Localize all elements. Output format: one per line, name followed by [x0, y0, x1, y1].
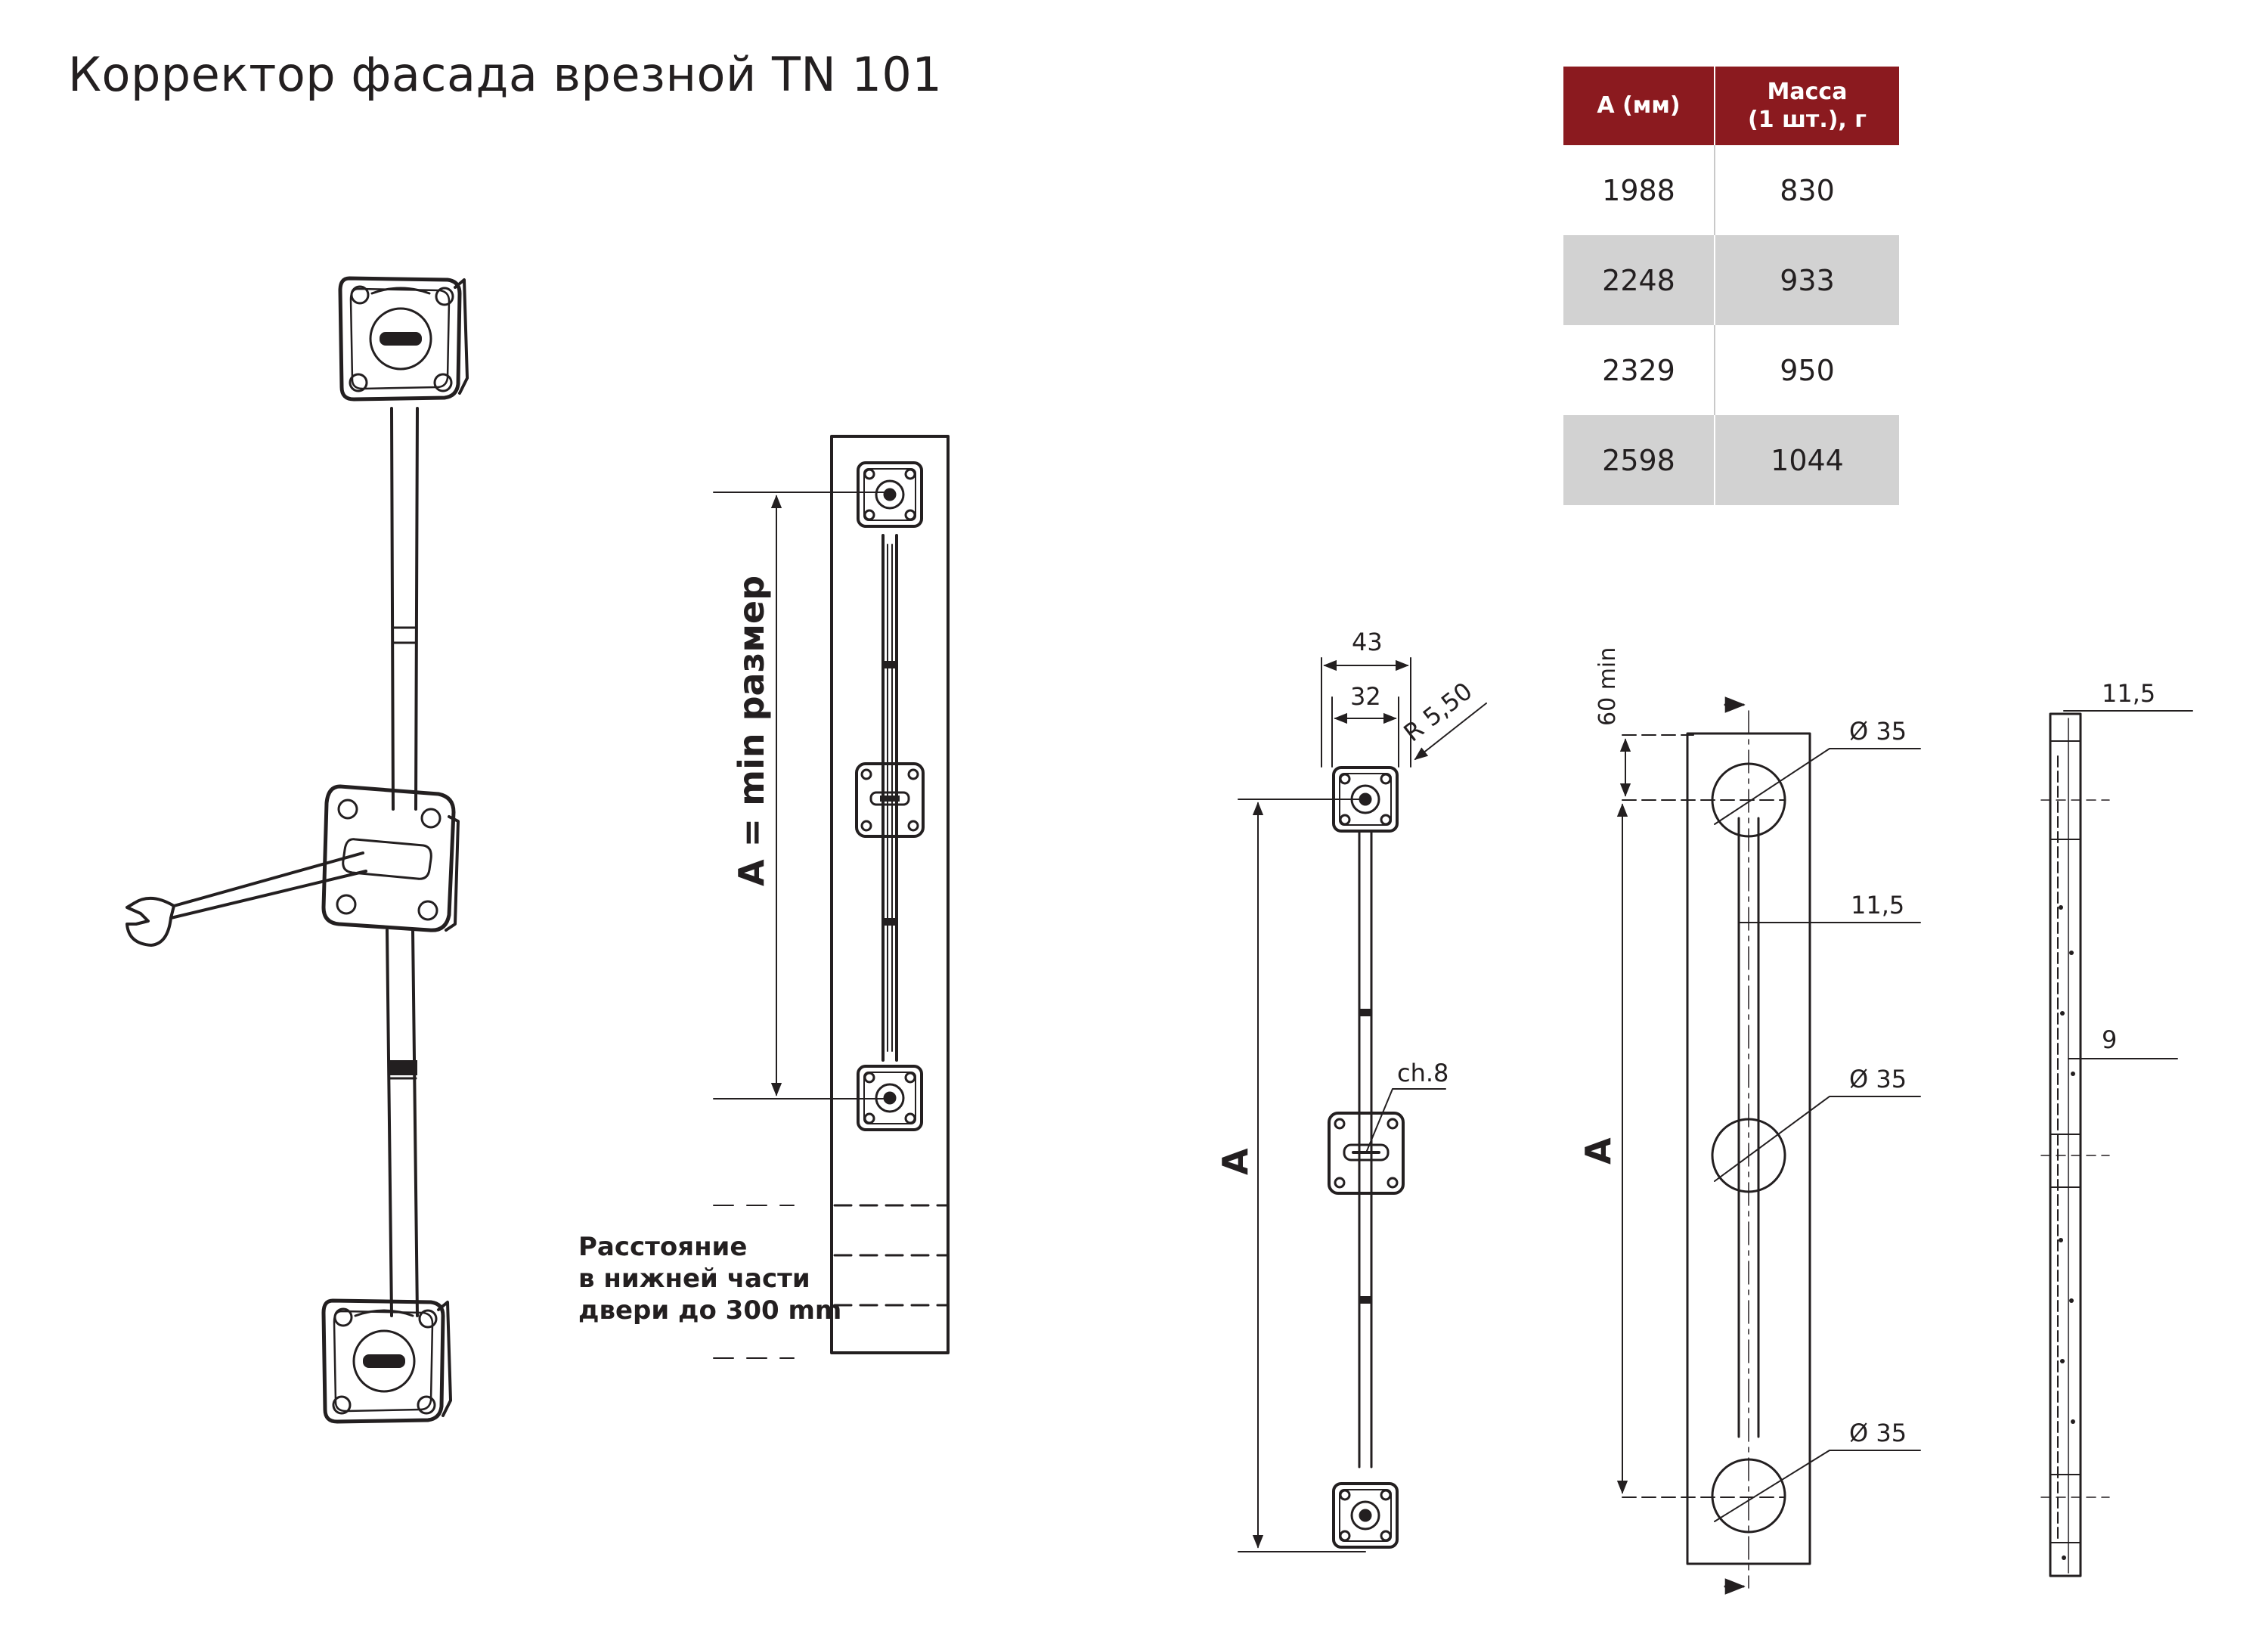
- dimension-a-front: A: [1215, 1148, 1256, 1175]
- column-header-length: A (мм): [1563, 67, 1715, 145]
- profile-width-label: 11,5: [2102, 679, 2155, 708]
- dimension-chamfer: ch.8: [1397, 1059, 1448, 1087]
- side-profile-view: 11,5 9: [2040, 679, 2193, 1577]
- table-cell-length: 1988: [1602, 173, 1675, 207]
- table-row: 2598 1044: [1563, 415, 1899, 505]
- table-cell-mass: 1044: [1714, 415, 1899, 505]
- wrench-icon: [125, 851, 367, 947]
- diameter-label-middle: Ø 35: [1849, 1065, 1907, 1093]
- isometric-view: [125, 278, 469, 1422]
- bottom-mount-front: [1332, 1482, 1399, 1549]
- table-cell-length: 2248: [1563, 235, 1715, 325]
- column-header-mass: Масса(1 шт.), г: [1714, 67, 1899, 145]
- bottom-note-line1: Расстояние: [578, 1232, 747, 1262]
- page-title: Корректор фасада врезной TN 101: [68, 47, 943, 102]
- table-cell-mass: 933: [1714, 235, 1899, 325]
- diameter-label-top: Ø 35: [1849, 717, 1907, 746]
- table-row: 2329 950: [1563, 325, 1899, 415]
- rod-upper: [390, 407, 419, 811]
- door-panel: [830, 435, 950, 1354]
- top-mount: [857, 461, 923, 528]
- middle-mount-front: [1328, 1112, 1405, 1195]
- bottom-note-line3: двери до 300 mm: [578, 1295, 841, 1326]
- dimension-43: 43: [1352, 628, 1383, 656]
- table-row: 1988 830: [1563, 145, 1899, 235]
- dimension-32: 32: [1350, 682, 1381, 711]
- dimensions-table: A (мм) Масса(1 шт.), г 1988 830 2248 933…: [1563, 67, 1899, 505]
- table-cell-length: 2598: [1563, 415, 1715, 505]
- table-cell-length: 2329: [1602, 353, 1675, 387]
- dimension-60min: 60 min: [1594, 647, 1621, 726]
- dimension-a-min: A = min размер: [731, 575, 772, 886]
- rod-width-label: 11,5: [1851, 891, 1904, 920]
- door-panel-view: A = min размер Расстояние в нижней части…: [578, 435, 950, 1359]
- front-dimension-view: 43 32 R 5,50 ch.8 A: [1215, 628, 1487, 1552]
- bottom-bracket-3d: [324, 1301, 443, 1422]
- drilling-plan-view: 60 min A Ø 35 11,5 Ø 35 Ø 35: [1578, 647, 1921, 1595]
- dimension-a-side: A: [1578, 1137, 1619, 1165]
- table-header-row: A (мм) Масса(1 шт.), г: [1563, 67, 1899, 145]
- table-row: 2248 933: [1563, 235, 1899, 325]
- diameter-label-bottom: Ø 35: [1849, 1419, 1907, 1447]
- middle-bracket-3d: [321, 784, 460, 932]
- rod-lower: [386, 929, 419, 1317]
- profile-panel: [2049, 712, 2082, 1577]
- profile-depth-label: 9: [2102, 1025, 2117, 1054]
- middle-mount: [855, 762, 925, 838]
- table-cell-mass: 950: [1714, 325, 1899, 415]
- top-bracket-3d: [340, 278, 460, 399]
- bottom-note-line2: в нижней части: [578, 1264, 810, 1294]
- table-cell-mass: 830: [1714, 145, 1899, 235]
